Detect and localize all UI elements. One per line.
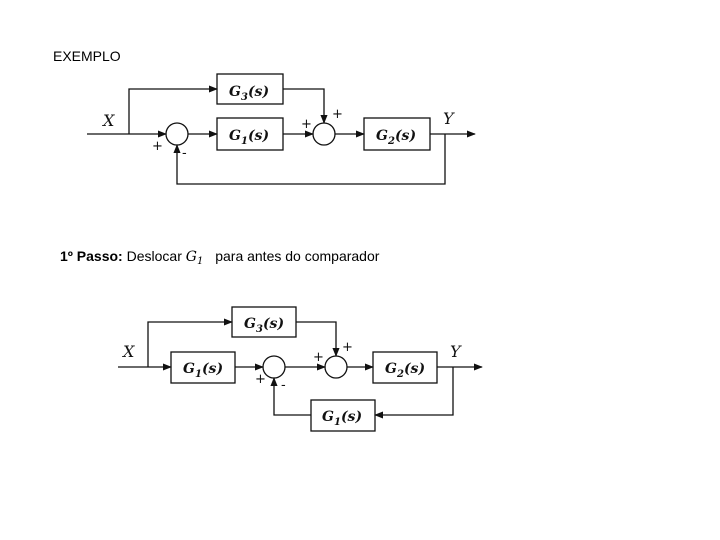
d1-g3-arg: (s)	[248, 84, 269, 100]
step-caption: 1º Passo: Deslocar G1 para antes do comp…	[60, 248, 379, 267]
d1-sign-s1-bottom: -	[182, 146, 187, 161]
d2-g3-label: G3(s)	[244, 316, 284, 335]
d2-g1fb-sub: 1	[334, 417, 341, 428]
d2-g1-label: G1(s)	[183, 361, 223, 380]
d1-g2-label: G2(s)	[376, 128, 416, 147]
d2-g2-name: G	[385, 361, 397, 377]
d2-g1-name: G	[183, 361, 195, 377]
d2-input-label: X	[121, 342, 135, 361]
d1-summing-junction-2	[312, 122, 336, 146]
d1-output-label: Y	[443, 109, 455, 128]
d1-g2-arg: (s)	[395, 128, 416, 144]
heading-exemplo: EXEMPLO	[53, 48, 121, 64]
step-text-before: Deslocar	[126, 248, 182, 264]
d1-input-label: X	[101, 111, 115, 130]
d1-g1-label: G1(s)	[229, 128, 269, 147]
d2-g3-arg: (s)	[263, 316, 284, 332]
step-number: 1º	[60, 248, 73, 264]
d1-g3-label: G3(s)	[229, 84, 269, 103]
d2-g2-sub: 2	[396, 369, 404, 380]
d1-g1-sub: 1	[241, 136, 248, 147]
step-text-after: para antes do comparador	[215, 248, 380, 264]
d1-summing-junction-1	[165, 122, 189, 146]
d1-g1-arg: (s)	[248, 128, 269, 144]
d2-g3-name: G	[244, 316, 256, 332]
d2-g1-sub: 1	[195, 369, 202, 380]
d1-g2-name: G	[376, 128, 388, 144]
diagram-1	[87, 73, 476, 185]
d2-g3-sub: 3	[256, 324, 263, 335]
step-symbol: G	[185, 249, 197, 265]
d1-g3-name: G	[229, 84, 241, 100]
d2-g1-arg: (s)	[202, 361, 223, 377]
d2-summing-junction-2	[324, 355, 348, 379]
d2-sign-s2-top: +	[342, 340, 353, 355]
d2-summing-junction-1	[262, 355, 286, 379]
d2-sign-s2-left: +	[313, 350, 324, 365]
d2-sign-s1-left: +	[255, 372, 266, 387]
d2-g2-arg: (s)	[404, 361, 425, 377]
d2-output-label: Y	[450, 342, 462, 361]
d1-g3-sub: 3	[241, 92, 248, 103]
step-symbol-sub: 1	[196, 256, 204, 267]
step-title: Passo:	[76, 248, 123, 264]
d1-sign-s2-top: +	[332, 107, 343, 122]
d1-g1-name: G	[229, 128, 241, 144]
d2-g1fb-name: G	[322, 409, 334, 425]
d1-sign-s2-left: +	[301, 117, 312, 132]
d2-g2-label: G2(s)	[385, 361, 425, 380]
d1-sign-s1-left: +	[152, 139, 163, 154]
d2-g1-feedback-label: G1(s)	[322, 409, 362, 428]
d2-g1fb-arg: (s)	[341, 409, 362, 425]
d2-sign-s1-bottom: -	[281, 378, 286, 393]
diagram-2	[118, 306, 483, 432]
d1-g2-sub: 2	[387, 136, 395, 147]
